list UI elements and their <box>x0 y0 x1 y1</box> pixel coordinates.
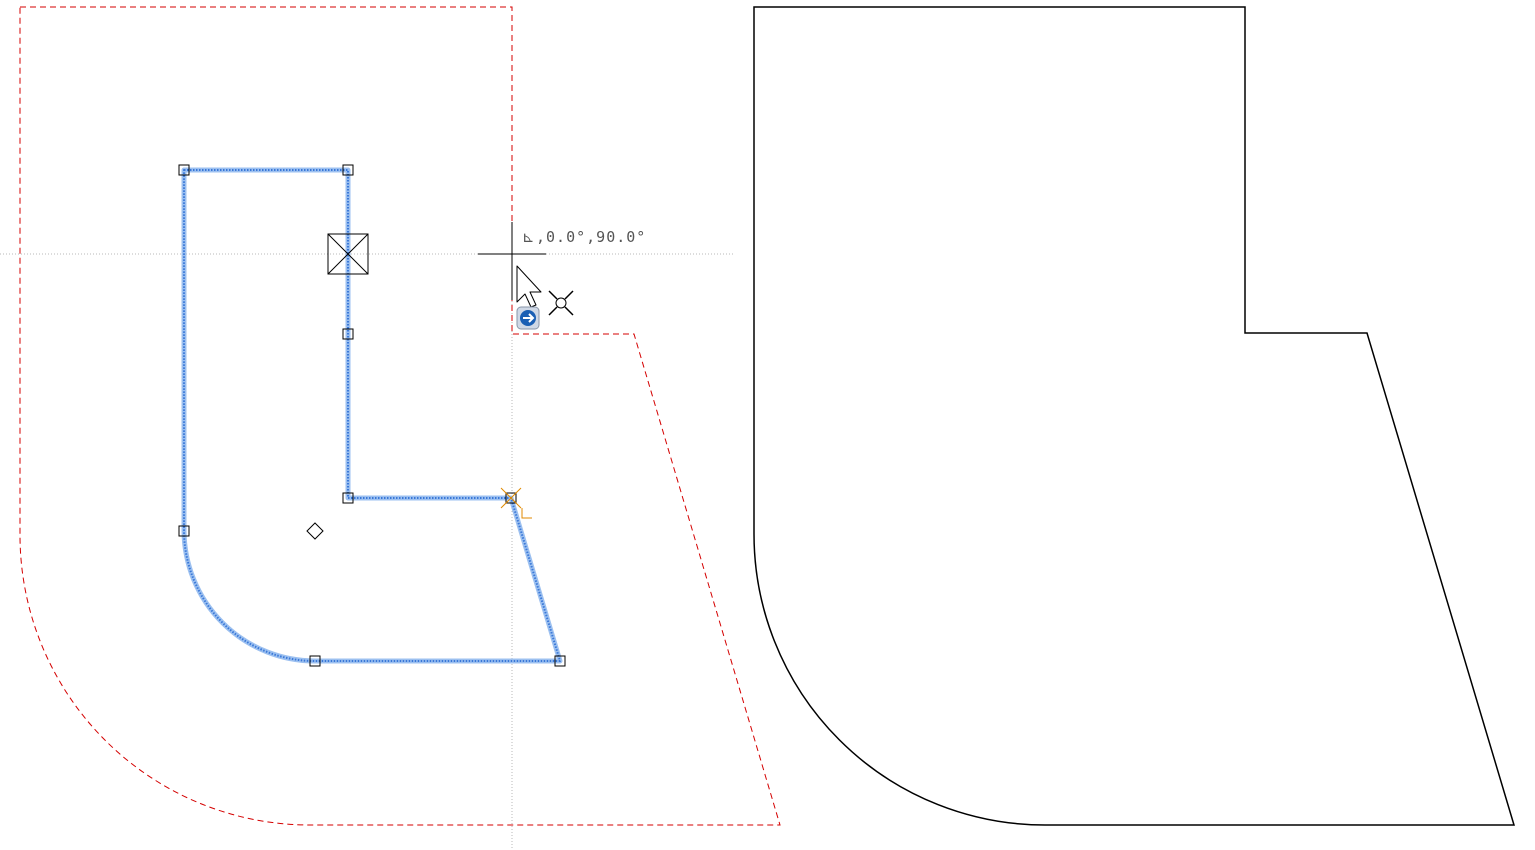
arrow-right-badge-icon <box>516 306 540 330</box>
tracking-lines <box>0 220 735 850</box>
selected-polyline-path[interactable] <box>183 169 561 662</box>
selected-polyline[interactable] <box>181 167 563 664</box>
offset-preview-shape <box>19 6 781 826</box>
polar-tracking-text: ,0.0°,90.0° <box>536 228 647 246</box>
angle-icon: ⊾ <box>522 228 536 246</box>
diamond-grip-icon[interactable] <box>306 522 324 540</box>
arrow-cursor-icon <box>516 265 542 308</box>
polar-tracking-tooltip: ⊾,0.0°,90.0° <box>522 228 646 246</box>
endpoint-snap-icon <box>548 290 574 316</box>
grips[interactable] <box>178 164 566 667</box>
center-x-box-icon[interactable] <box>327 233 369 275</box>
vertex-grip-step-end[interactable] <box>505 492 517 504</box>
vertex-grip-top-right[interactable] <box>342 164 354 176</box>
selected-polyline-halo <box>181 167 563 664</box>
vertex-grip-inner-corner[interactable] <box>342 492 354 504</box>
midpoint-grip-inner-vertical[interactable] <box>342 328 354 340</box>
offset-preview-outline <box>19 6 781 826</box>
vertex-grip-arc-end[interactable] <box>309 655 321 667</box>
vertex-grip-top-left[interactable] <box>178 164 190 176</box>
crosshair-cursor <box>478 222 546 300</box>
vertex-grip-bottom-right[interactable] <box>554 655 566 667</box>
result-shape-outline <box>753 6 1516 826</box>
vertex-grip-arc-start[interactable] <box>178 525 190 537</box>
orange-endpoint-snap-icon <box>500 487 532 519</box>
